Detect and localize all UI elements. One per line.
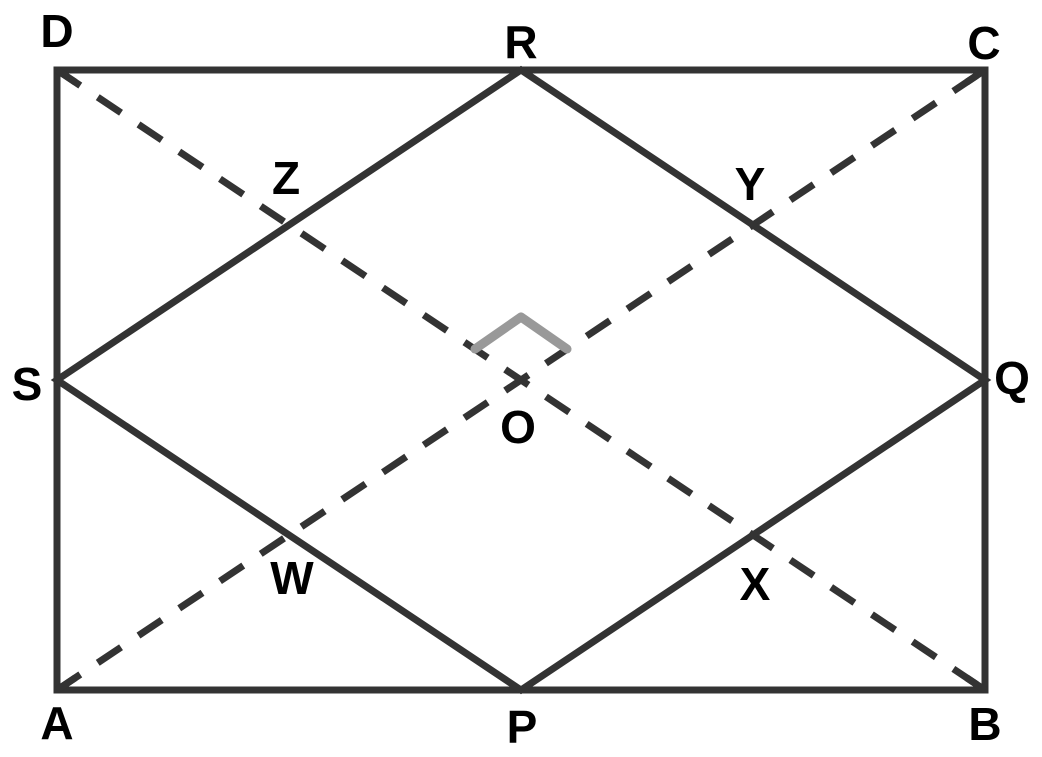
- intersection-label-z: Z: [272, 152, 300, 204]
- right-angle-marker: [470, 312, 572, 354]
- vertex-label-s: S: [12, 358, 43, 410]
- center-label-o: O: [500, 401, 536, 453]
- vertex-label-q: Q: [994, 352, 1030, 404]
- vertex-label-p: P: [507, 701, 538, 753]
- intersection-label-y: Y: [735, 158, 766, 210]
- diagonal-end-caps: [55, 67, 987, 693]
- intersection-label-x: X: [740, 558, 771, 610]
- intersection-label-w: W: [270, 552, 314, 604]
- vertex-label-c: C: [967, 17, 1000, 69]
- rhombus-outline: [50, 65, 992, 695]
- vertex-label-b: B: [968, 698, 1001, 750]
- vertex-label-d: D: [40, 5, 73, 57]
- vertex-label-r: R: [504, 16, 537, 68]
- diagonal-db-dashed-line: [55, 67, 987, 693]
- vertex-label-a: A: [40, 697, 73, 749]
